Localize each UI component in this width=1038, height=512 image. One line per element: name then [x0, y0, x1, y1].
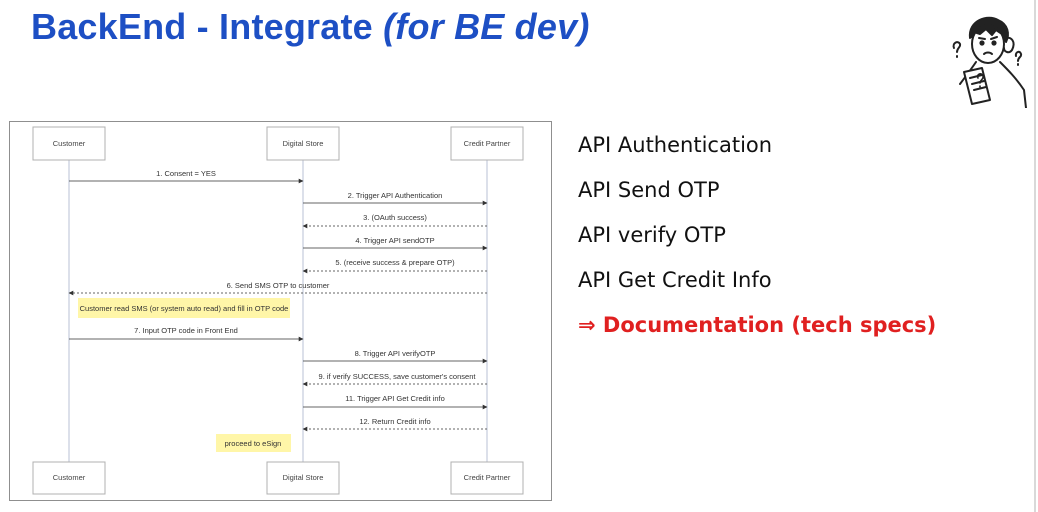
message-label-12: 12. Return Credit info	[359, 417, 430, 426]
message-label-3: 3. (OAuth success)	[363, 213, 427, 222]
api-item-send-otp: API Send OTP	[578, 178, 720, 202]
api-list: API Authentication API Send OTP API veri…	[578, 131, 936, 356]
sequence-diagram-canvas: Customer Digital Store Credit Partner Cu…	[32, 126, 524, 495]
message-label-9: 9. if verify SUCCESS, save customer's co…	[319, 372, 477, 381]
api-item-verify-otp: API verify OTP	[578, 223, 726, 247]
note-esign-text: proceed to eSign	[225, 439, 282, 448]
api-item-authentication: API Authentication	[578, 133, 773, 157]
api-item-get-credit-info: API Get Credit Info	[578, 268, 772, 292]
message-label-4: 4. Trigger API sendOTP	[355, 236, 434, 245]
message-label-11: 11. Trigger API Get Credit info	[345, 394, 445, 403]
message-label-7: 7. Input OTP code in Front End	[134, 326, 238, 335]
participant-top-customer: Customer	[53, 139, 86, 148]
message-label-1: 1. Consent = YES	[156, 169, 216, 178]
message-label-2: 2. Trigger API Authentication	[348, 191, 443, 200]
title-main: BackEnd - Integrate	[31, 6, 384, 47]
note-sms-otp	[78, 298, 290, 318]
documentation-item: ⇒ Documentation (tech specs)	[578, 313, 937, 337]
participant-bottom-credit-partner: Credit Partner	[464, 473, 511, 482]
participant-top-credit-partner: Credit Partner	[464, 139, 511, 148]
note-esign	[216, 434, 291, 452]
message-label-5: 5. (receive success & prepare OTP)	[335, 258, 455, 267]
title-subtitle: (for BE dev)	[383, 6, 590, 47]
message-label-6: 6. Send SMS OTP to customer	[227, 281, 330, 290]
sequence-diagram: Customer Digital Store Credit Partner Cu…	[9, 121, 552, 501]
participant-top-digital-store: Digital Store	[283, 139, 324, 148]
confused-person-icon	[952, 16, 1027, 108]
participant-bottom-customer: Customer	[53, 473, 86, 482]
note-sms-otp-text: Customer read SMS (or system auto read) …	[80, 304, 289, 313]
message-label-8: 8. Trigger API verifyOTP	[355, 349, 436, 358]
slide-title: BackEnd - Integrate (for BE dev)	[31, 6, 590, 48]
slide-edge-divider	[1034, 0, 1036, 512]
participant-bottom-digital-store: Digital Store	[283, 473, 324, 482]
